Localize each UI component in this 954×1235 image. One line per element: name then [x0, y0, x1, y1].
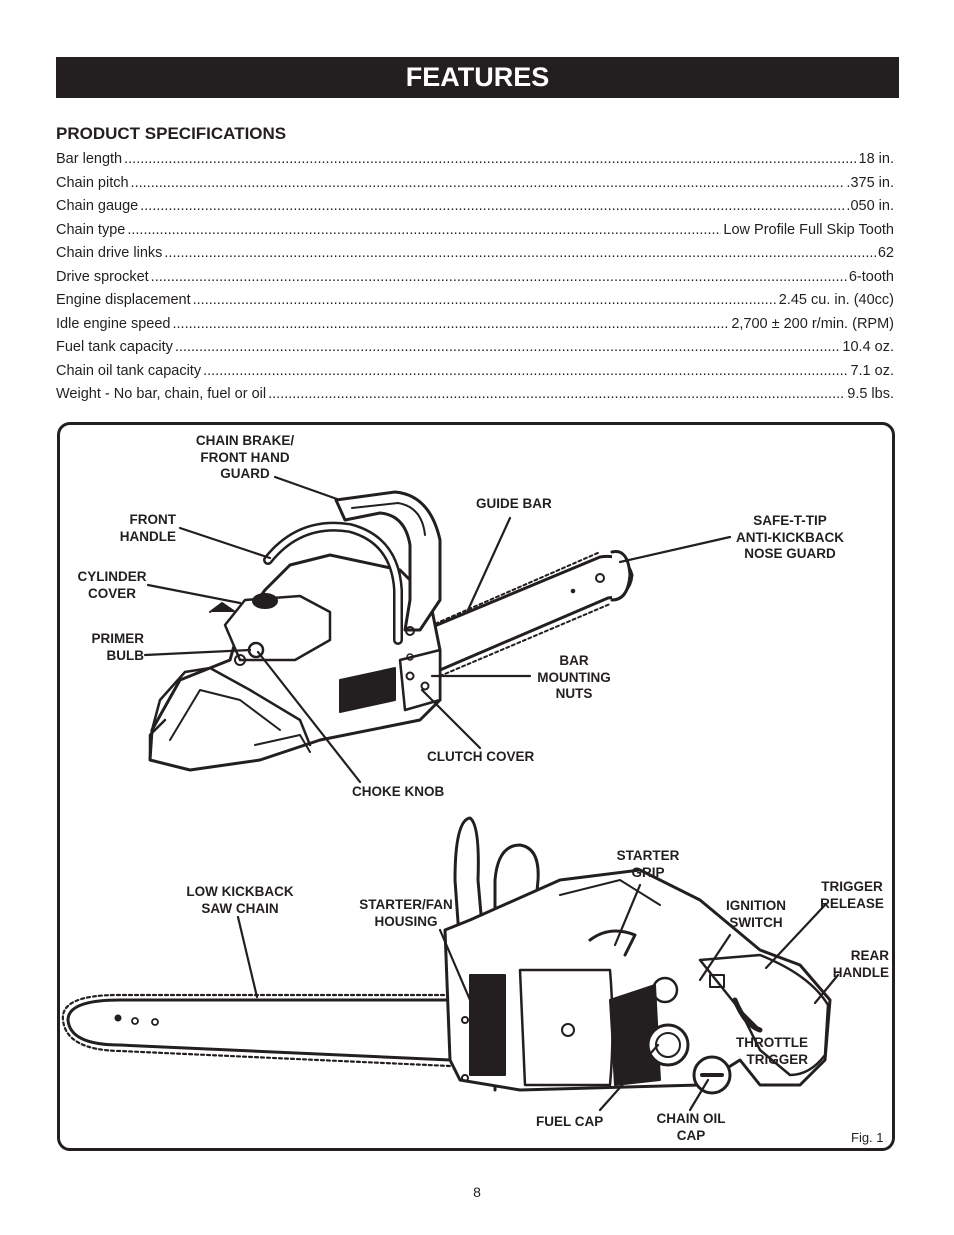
spec-value: 18 in. — [858, 151, 894, 167]
callout-trigger-release: TRIGGER RELEASE — [820, 879, 884, 911]
spec-label: Chain gauge — [56, 198, 139, 214]
spec-label: Chain oil tank capacity — [56, 362, 202, 379]
specifications-list: Bar length 18 in. Chain pitch .375 in. Cha… — [56, 151, 894, 410]
callout-chain-brake: CHAIN BRAKE/ FRONT HAND GUARD — [195, 433, 295, 481]
callout-low-kickback-chain: LOW KICKBACK SAW CHAIN — [186, 884, 294, 916]
spec-row: Chain gauge .050 in. — [56, 198, 894, 222]
spec-row: Engine displacement 2.45 cu. in. (40cc) — [56, 292, 894, 316]
callout-ignition-switch: IGNITION SWITCH — [726, 898, 786, 930]
spec-label: Chain drive links — [56, 245, 163, 261]
spec-label: Fuel tank capacity — [56, 339, 173, 355]
spec-value: .050 in. — [846, 198, 894, 214]
callout-starter-fan-housing: STARTER/FAN HOUSING — [359, 897, 453, 929]
features-banner: FEATURES — [56, 57, 899, 98]
figure-caption: Fig. 1 — [851, 1130, 884, 1145]
spec-row: Chain pitch .375 in. — [56, 175, 894, 199]
callout-guide-bar: GUIDE BAR — [476, 496, 552, 511]
spec-label: Chain type — [56, 221, 126, 238]
spec-label: Chain pitch — [56, 174, 129, 191]
spec-row: Bar length 18 in. — [56, 151, 894, 175]
callout-cylinder-cover: CYLINDER COVER — [77, 569, 147, 601]
callout-starter-grip: STARTER GRIP — [616, 848, 680, 880]
callout-primer-bulb: PRIMER BULB — [91, 631, 144, 663]
spec-label: Idle engine speed — [56, 315, 171, 332]
spec-row: Idle engine speed 2,700 ± 200 r/min. (RPM… — [56, 316, 894, 340]
spec-value: 10.4 oz. — [842, 339, 894, 355]
callout-throttle-trigger: THROTTLE TRIGGER — [736, 1035, 808, 1067]
spec-value: 62 — [877, 245, 894, 261]
lower-chainsaw-drawing — [61, 816, 832, 1095]
spec-row: Weight - No bar, chain, fuel or oil 9.5 l… — [56, 386, 894, 410]
spec-label: Bar length — [56, 151, 123, 167]
callout-front-handle: FRONT HANDLE — [119, 512, 176, 544]
spec-value: 7.1 oz. — [850, 362, 894, 379]
spec-value: 2.45 cu. in. (40cc) — [778, 292, 894, 308]
spec-value: Low Profile Full Skip Tooth — [723, 221, 894, 238]
spec-label: Engine displacement — [56, 292, 191, 308]
spec-value: 2,700 ± 200 r/min. (RPM) — [731, 315, 894, 332]
spec-row: Chain type Low Profile Full Skip Tooth — [56, 222, 894, 246]
spec-value: 9.5 lbs. — [847, 386, 894, 402]
callout-bar-mounting-nuts: BAR MOUNTING NUTS — [537, 653, 611, 701]
upper-chainsaw-drawing — [148, 490, 634, 772]
callout-clutch-cover: CLUTCH COVER — [427, 749, 535, 764]
spec-row: Chain oil tank capacity 7.1 oz. — [56, 363, 894, 387]
spec-label: Weight - No bar, chain, fuel or oil — [56, 386, 267, 402]
page-number: 8 — [473, 1184, 481, 1200]
callout-safe-t-tip: SAFE-T-TIP ANTI-KICKBACK NOSE GUARD — [736, 513, 844, 561]
spec-row: Fuel tank capacity 10.4 oz. — [56, 339, 894, 363]
spec-value: 6-tooth — [848, 268, 894, 285]
figure-frame — [57, 422, 895, 1151]
spec-row: Chain drive links 62 — [56, 245, 894, 269]
callout-fuel-cap: FUEL CAP — [536, 1114, 604, 1129]
spec-value: .375 in. — [846, 174, 894, 191]
specifications-heading: PRODUCT SPECIFICATIONS — [56, 124, 287, 143]
spec-row: Drive sprocket 6-tooth — [56, 269, 894, 293]
spec-label: Drive sprocket — [56, 268, 149, 285]
leader-lines — [143, 475, 840, 1112]
callout-rear-handle: REAR HANDLE — [832, 948, 889, 980]
callout-choke-knob: CHOKE KNOB — [352, 784, 445, 799]
callout-chain-oil-cap: CHAIN OIL CAP — [656, 1111, 726, 1143]
